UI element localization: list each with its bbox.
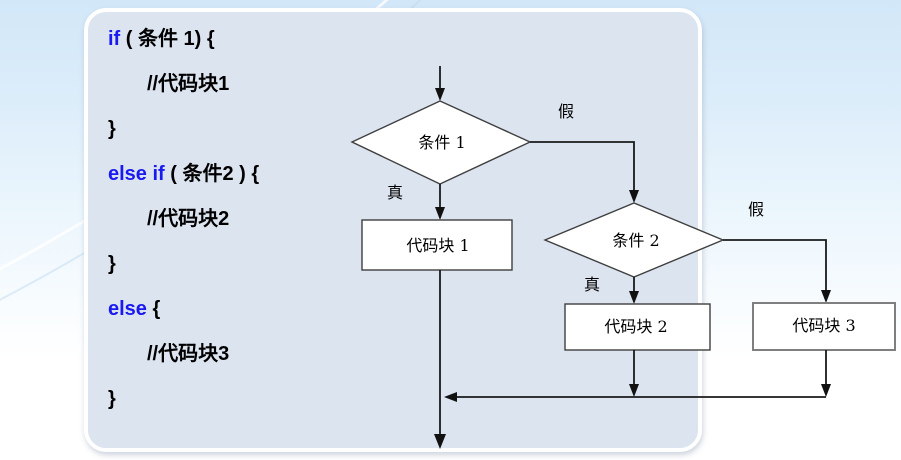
code-keyword: if [108, 28, 121, 50]
code-comment: //代码块1 [147, 73, 230, 95]
code-line: } [108, 377, 259, 422]
edge-label-true1: 真 [387, 183, 403, 202]
code-text-segment: ( 条件2 ) { [164, 163, 260, 185]
decision-cond2-label: 条件 2 [612, 231, 659, 250]
code-text-segment: { [146, 298, 161, 320]
code-listing: if ( 条件 1) { //代码块1 } else if ( 条件2 ) { … [108, 17, 259, 422]
code-text-segment: } [108, 253, 116, 275]
process-block2-rect [564, 303, 711, 351]
edge-label-false1: 假 [558, 102, 574, 121]
process-block2-label: 代码块 2 [604, 317, 667, 336]
code-text-segment: } [108, 118, 116, 140]
exit-arrowhead-icon [434, 434, 446, 449]
process-block1-label: 代码块 1 [406, 236, 469, 255]
code-comment: //代码块2 [147, 208, 230, 230]
cond1-false-elbow-line [530, 141, 635, 191]
code-keyword: else if [108, 163, 165, 185]
start-arrowhead-icon [435, 88, 445, 101]
cond2-false-elbow-line [723, 239, 827, 291]
code-line: } [108, 107, 259, 152]
process-block3-rect [752, 302, 896, 351]
code-keyword: else [108, 298, 147, 320]
code-line: } [108, 242, 259, 287]
code-line: //代码块1 [108, 62, 259, 107]
process-block3-label: 代码块 3 [792, 316, 855, 335]
block3-arrowhead-icon [821, 384, 831, 397]
collector-arrowhead-icon [444, 392, 457, 402]
edge-label-false2: 假 [748, 200, 764, 219]
code-text-segment: } [108, 388, 116, 410]
code-line: if ( 条件 1) { [108, 17, 259, 62]
code-line: else { [108, 287, 259, 332]
decision-cond1-label: 条件 1 [418, 133, 465, 152]
cond2-true-arrowhead-icon [629, 291, 639, 304]
code-comment: //代码块3 [147, 343, 230, 365]
code-line: else if ( 条件2 ) { [108, 152, 259, 197]
code-line: //代码块3 [108, 332, 259, 377]
block2-arrowhead-icon [629, 384, 639, 397]
edge-label-true2: 真 [584, 275, 600, 294]
code-line: //代码块2 [108, 197, 259, 242]
code-text-segment: ( 条件 1) { [120, 28, 215, 50]
cond1-false-arrowhead-icon [629, 190, 639, 203]
cond2-false-arrowhead-icon [821, 290, 831, 303]
cond1-true-arrowhead-icon [435, 207, 445, 220]
process-block1-rect [361, 219, 513, 271]
